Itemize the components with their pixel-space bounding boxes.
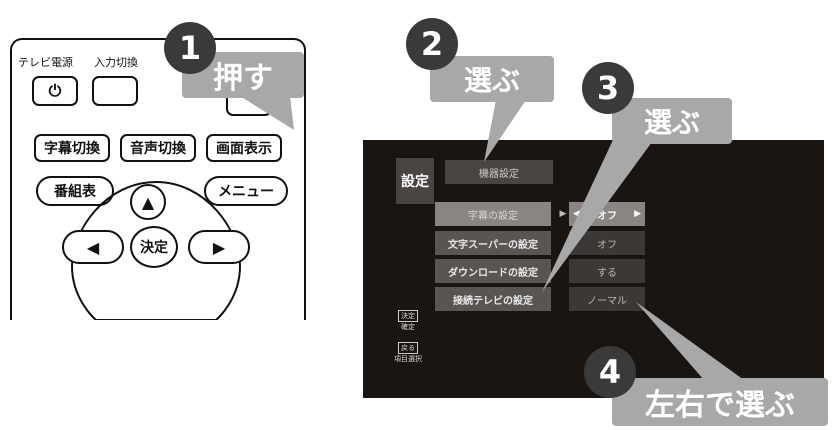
hint-confirm: 決定 確定 <box>394 310 422 332</box>
display-button[interactable]: 画面表示 <box>206 134 282 162</box>
callout-4-bubble: 左右で選ぶ <box>612 378 828 426</box>
menu-title: 設定 <box>396 158 434 204</box>
hint-confirm-action: 確定 <box>401 323 415 331</box>
subtitle-switch-button[interactable]: 字幕切換 <box>34 134 110 162</box>
menu-item-connected-tv[interactable]: 接続テレビの設定 <box>435 287 551 311</box>
left-button[interactable]: ◀ <box>62 230 124 264</box>
value-right-arrow-icon[interactable]: ▶ <box>634 209 641 219</box>
pointer-arrow-icon: ▶ <box>559 209 567 219</box>
callout-1-number: 1 <box>164 22 216 74</box>
menu-item-superimpose[interactable]: 文字スーパーの設定 <box>435 231 551 255</box>
callout-3-tail <box>542 142 652 292</box>
callout-2-number: 2 <box>406 18 458 70</box>
menu-item-subtitle[interactable]: 字幕の設定 <box>435 202 551 226</box>
callout-3-bubble: 選ぶ <box>612 98 732 144</box>
hint-back-key: 戻る <box>398 342 418 354</box>
input-switch-button[interactable] <box>92 76 138 106</box>
hint-confirm-key: 決定 <box>398 310 418 322</box>
arrow-left-icon: ◀ <box>86 237 100 257</box>
callout-2-tail <box>484 100 526 162</box>
right-button[interactable]: ▶ <box>188 230 250 264</box>
value-connected-tv[interactable]: ノーマル <box>569 287 645 311</box>
callout-4-number: 4 <box>584 346 636 398</box>
callout-3-number: 3 <box>582 62 634 114</box>
hint-back-action: 項目選択 <box>394 355 422 363</box>
audio-switch-button[interactable]: 音声切換 <box>120 134 196 162</box>
value-left-arrow-icon[interactable]: ◀ <box>573 209 580 219</box>
tv-power-button[interactable]: ⏻ <box>32 76 78 106</box>
arrow-right-icon: ▶ <box>212 237 226 257</box>
up-button[interactable]: ▲ <box>130 184 166 220</box>
dpad-ring <box>70 180 242 320</box>
tv-power-label: テレビ電源 <box>18 56 73 69</box>
program-guide-button[interactable]: 番組表 <box>36 176 114 206</box>
menu-item-download[interactable]: ダウンロードの設定 <box>435 259 551 283</box>
callout-2-bubble: 選ぶ <box>430 56 554 102</box>
ok-button[interactable]: 決定 <box>130 226 178 268</box>
callout-4-tail <box>636 302 744 380</box>
power-icon: ⏻ <box>48 81 62 100</box>
menu-button[interactable]: メニュー <box>204 176 288 206</box>
hint-back: 戻る 項目選択 <box>394 342 422 364</box>
input-switch-label: 入力切換 <box>94 56 138 69</box>
menu-category-tab[interactable]: 機器設定 <box>445 160 553 184</box>
arrow-up-icon: ▲ <box>141 192 155 212</box>
value-subtitle-text: オフ <box>597 210 617 222</box>
callout-1-tail <box>240 96 294 130</box>
value-download[interactable]: する <box>569 259 645 283</box>
